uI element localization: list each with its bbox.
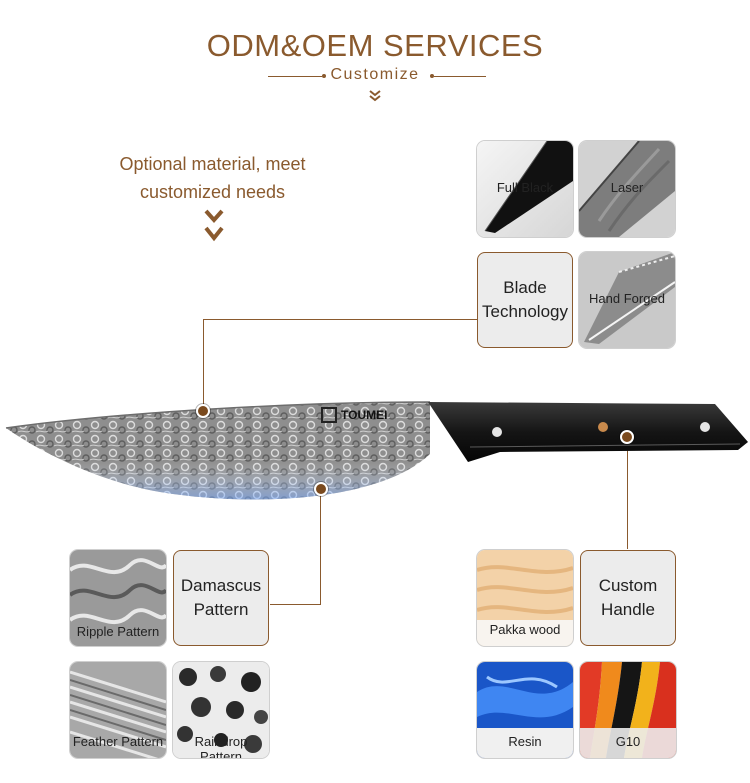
intro-text: Optional material, meet customized needs bbox=[80, 150, 345, 206]
raindrop-pattern-image bbox=[173, 662, 269, 758]
option-label: G10 bbox=[615, 734, 641, 749]
hotspot-handle[interactable] bbox=[620, 430, 634, 444]
page-title: ODM&OEM SERVICES bbox=[206, 28, 544, 63]
subtitle-line-left bbox=[268, 76, 322, 77]
category-line: Handle bbox=[601, 600, 655, 619]
category-line: Pattern bbox=[193, 600, 249, 619]
intro-line-2: customized needs bbox=[139, 182, 286, 202]
knife-brand: TOUMEI bbox=[341, 408, 388, 422]
resin-image bbox=[477, 662, 573, 758]
option-label: Feather Pattern bbox=[72, 734, 164, 749]
option-hand-forged[interactable]: Hand Forged bbox=[579, 252, 675, 348]
option-label: Raindrop Pattern bbox=[194, 734, 248, 758]
category-line: Blade bbox=[503, 278, 547, 297]
chevron-down-icon bbox=[369, 90, 381, 102]
double-chevron-down-icon bbox=[204, 209, 224, 242]
chef-knife-image bbox=[5, 401, 748, 500]
connector-blade-h bbox=[203, 319, 477, 320]
option-raindrop-pattern[interactable]: Raindrop Pattern bbox=[173, 662, 269, 758]
category-line: Damascus bbox=[180, 576, 262, 595]
subtitle-dot-left bbox=[322, 74, 326, 78]
option-label: Hand Forged bbox=[589, 291, 665, 306]
page-subtitle: Customize bbox=[330, 66, 420, 83]
connector-damascus-v bbox=[320, 489, 321, 605]
ripple-pattern-image bbox=[70, 550, 166, 646]
option-label: Ripple Pattern bbox=[76, 624, 160, 639]
option-label: Laser bbox=[610, 180, 644, 195]
pakka-wood-image bbox=[477, 550, 573, 646]
option-label: Pakka wood bbox=[489, 622, 561, 637]
feather-pattern-image bbox=[70, 662, 166, 758]
option-resin[interactable]: Resin bbox=[477, 662, 573, 758]
hand-forged-blade-image bbox=[579, 252, 675, 348]
full-black-blade-image bbox=[477, 141, 573, 237]
hotspot-damascus[interactable] bbox=[314, 482, 328, 496]
subtitle-dot-right bbox=[430, 74, 434, 78]
category-line: Technology bbox=[481, 302, 568, 321]
option-full-black[interactable]: Full Black bbox=[477, 141, 573, 237]
intro-line-1: Optional material, meet bbox=[119, 154, 306, 174]
option-feather-pattern[interactable]: Feather Pattern bbox=[70, 662, 166, 758]
g10-image bbox=[580, 662, 676, 758]
subtitle-line-right bbox=[434, 76, 486, 77]
option-g10[interactable]: G10 bbox=[580, 662, 676, 758]
option-pakka-wood[interactable]: Pakka wood bbox=[477, 550, 573, 646]
option-label: Resin bbox=[508, 734, 542, 749]
option-laser[interactable]: Laser bbox=[579, 141, 675, 237]
connector-damascus-h bbox=[270, 604, 321, 605]
laser-blade-image bbox=[579, 141, 675, 237]
option-label: Full Black bbox=[496, 180, 554, 195]
option-ripple-pattern[interactable]: Ripple Pattern bbox=[70, 550, 166, 646]
hotspot-blade[interactable] bbox=[196, 404, 210, 418]
connector-handle-v bbox=[627, 437, 628, 549]
category-line: Custom bbox=[598, 576, 658, 595]
connector-blade-v bbox=[203, 319, 204, 411]
